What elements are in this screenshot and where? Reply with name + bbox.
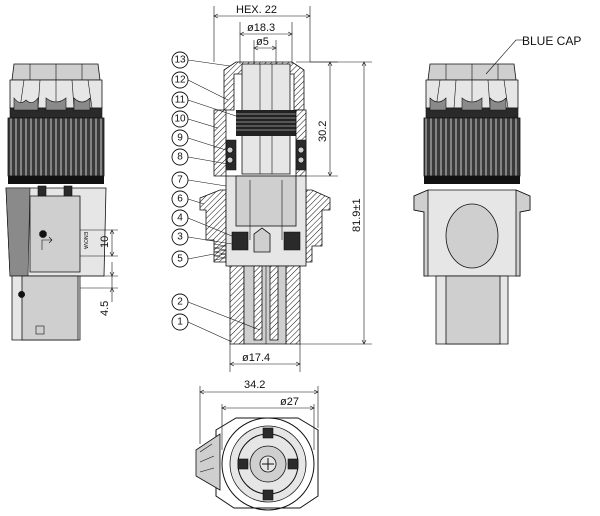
balloon-5: 5 <box>171 250 215 268</box>
balloon-1: 1 <box>171 313 233 343</box>
dim-center: HEX. 22 ø18.3 ø5 30.2 81.9±1 ø17.4 <box>213 4 372 372</box>
svg-text:11: 11 <box>175 95 186 106</box>
svg-text:10: 10 <box>174 114 186 125</box>
dim-4-5: 4.5 <box>99 301 111 316</box>
dim-10: 10 <box>99 236 111 248</box>
balloon-2: 2 <box>171 293 261 331</box>
barrel-section <box>229 265 245 345</box>
bottom-outline <box>215 417 319 509</box>
ring-right <box>424 176 520 184</box>
ring-left <box>8 176 104 184</box>
svg-text:6: 6 <box>177 194 183 205</box>
dim-hex: HEX. 22 <box>236 4 277 16</box>
dim-bottom: 34.2 ø27 <box>199 379 319 450</box>
dim-34-2: 34.2 <box>244 379 265 391</box>
side-view-left: ⯃ ENOVA ⯃ <box>5 63 107 341</box>
balloon-13: 13 <box>171 51 231 69</box>
svg-text:8: 8 <box>177 152 183 163</box>
svg-text:12: 12 <box>174 75 186 86</box>
balloon-8: 8 <box>171 148 229 166</box>
balloon-7: 7 <box>171 171 227 189</box>
balloon-4: 4 <box>171 209 233 237</box>
balloon-3: 3 <box>171 228 233 246</box>
svg-text:9: 9 <box>177 133 183 144</box>
svg-text:2: 2 <box>177 297 183 308</box>
dim-d18-3: ø18.3 <box>247 22 275 34</box>
housing-section <box>199 189 227 263</box>
svg-text:7: 7 <box>177 175 183 186</box>
dim-d27: ø27 <box>280 396 299 408</box>
outer-ring <box>221 417 315 511</box>
knurl-right <box>423 117 521 177</box>
svg-text:4: 4 <box>177 213 183 224</box>
bottom-view <box>195 417 319 511</box>
balloon-12: 12 <box>171 71 229 101</box>
dim-left: 10 4.5 <box>80 229 118 316</box>
pentagon-icon: ⯃ <box>39 230 47 241</box>
dim-81-9: 81.9±1 <box>351 198 363 232</box>
svg-text:13: 13 <box>174 55 186 66</box>
balloon-10: 10 <box>171 110 219 129</box>
pentagon-icon-2: ⯃ <box>18 290 25 300</box>
dim-30-2: 30.2 <box>317 121 329 142</box>
balloon-6: 6 <box>171 190 205 208</box>
contacts <box>231 231 301 251</box>
blue-cap-label: BLUE CAP <box>522 34 581 48</box>
section-view <box>199 61 331 345</box>
dim-d5: ø5 <box>256 36 269 48</box>
balloon-11: 11 <box>171 91 237 117</box>
dim-d17-4: ø17.4 <box>242 352 270 364</box>
part-balloons: 13 12 11 10 9 8 7 6 4 3 5 2 1 <box>171 51 261 343</box>
blue-cap-callout: BLUE CAP <box>485 34 581 75</box>
balloon-9: 9 <box>171 129 227 151</box>
latch-window <box>445 203 499 269</box>
side-view-right <box>413 63 531 345</box>
svg-text:1: 1 <box>177 317 183 328</box>
spring <box>213 243 227 261</box>
svg-text:5: 5 <box>177 254 183 265</box>
knurl-left <box>7 117 105 177</box>
svg-text:3: 3 <box>177 232 183 243</box>
brand-label: ENOVA <box>82 232 88 250</box>
